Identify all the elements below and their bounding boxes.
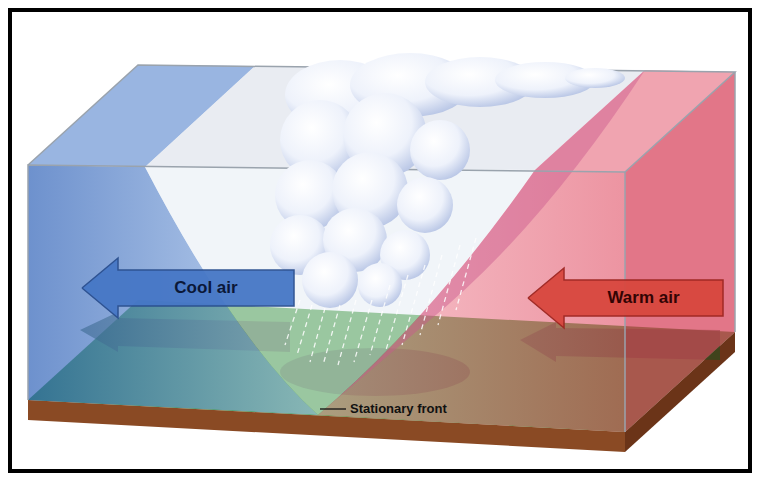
- leader-line: [320, 408, 346, 409]
- arrow-body: [82, 258, 294, 318]
- arrow-label: Warm air: [607, 288, 679, 308]
- warm-air-side: [625, 72, 735, 432]
- frame: [10, 10, 750, 471]
- block-edges: [28, 65, 735, 432]
- cool-air-arrow: Cool air: [82, 258, 294, 318]
- arrow-label: Cool air: [174, 278, 237, 298]
- warm-air-arrow: Warm air: [528, 268, 723, 328]
- frontal-surface: [318, 70, 645, 415]
- cumulonimbus-cloud: [270, 53, 625, 308]
- rain-streaks: [285, 238, 476, 365]
- callout-label: Stationary front: [350, 401, 447, 417]
- arrow-body: [528, 268, 723, 328]
